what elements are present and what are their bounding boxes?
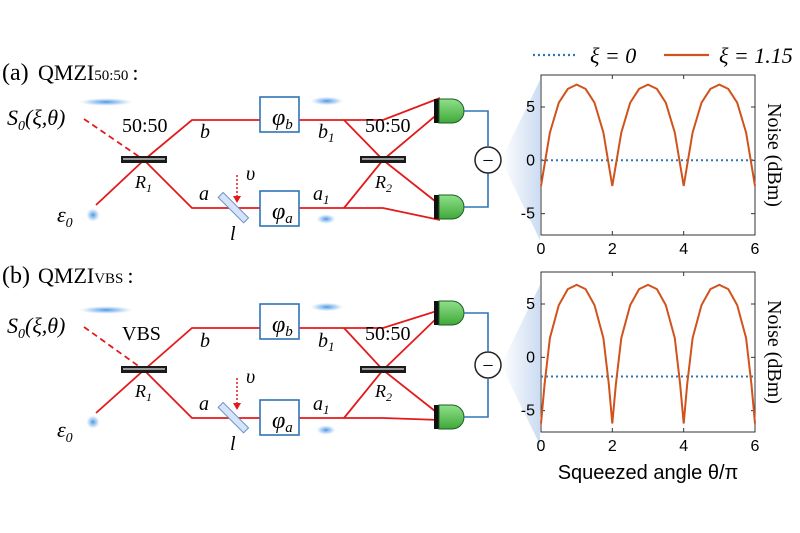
x-tick-label: 6 bbox=[751, 241, 760, 258]
y-axis-label: Noise (dBm) bbox=[763, 300, 785, 404]
panel-b-schematic: (b) QMZIVBS: φb φa S0(ξ,θ) VBS 50:50 b b… bbox=[2, 263, 540, 455]
x-tick-label: 2 bbox=[608, 241, 617, 258]
y-tick-label: -5 bbox=[521, 206, 535, 223]
label-a1: a1 bbox=[313, 393, 330, 417]
plot-frame bbox=[540, 74, 756, 236]
svg-text:φa: φa bbox=[272, 408, 293, 436]
detector-wiring bbox=[464, 312, 489, 351]
source-label: S0(ξ,θ) bbox=[7, 105, 65, 134]
phase-shifter-b bbox=[259, 96, 300, 133]
label-b1: b1 bbox=[318, 121, 335, 145]
x-tick-label: 4 bbox=[679, 438, 688, 455]
x-axis-label: Squeezed angle θ/π bbox=[558, 462, 739, 484]
label-l: l bbox=[230, 223, 236, 245]
plot-frame bbox=[540, 271, 756, 433]
label-v: υ bbox=[246, 163, 255, 185]
y-tick-label: 5 bbox=[526, 296, 535, 313]
legend: ξ = 0 ξ = 1.15 bbox=[533, 43, 793, 68]
squeezed-state-blob bbox=[310, 96, 344, 106]
y-tick-label: -5 bbox=[521, 403, 535, 420]
panel-a-title-colon: : bbox=[132, 60, 138, 85]
loss-element bbox=[217, 191, 250, 224]
squeezed-state-blob bbox=[78, 98, 134, 106]
label-eps: ε0 bbox=[57, 202, 73, 231]
detector-top bbox=[434, 300, 465, 326]
output-cone bbox=[501, 285, 540, 445]
label-l: l bbox=[230, 433, 236, 455]
panel-a-title-sub: 50:50 bbox=[94, 68, 128, 84]
label-r1: R1 bbox=[134, 381, 152, 404]
bs2-ratio: 50:50 bbox=[365, 115, 411, 137]
series-line-xi-1.15 bbox=[540, 283, 756, 424]
detector-bottom bbox=[434, 194, 465, 220]
x-tick-label: 6 bbox=[751, 438, 760, 455]
label-r2: R2 bbox=[374, 381, 392, 404]
series-line-xi-1.15 bbox=[540, 83, 756, 187]
label-b: b bbox=[200, 121, 210, 143]
squeezed-state-blob bbox=[78, 306, 134, 314]
phase-shifter-b bbox=[259, 303, 300, 340]
legend-label-xi-1.15: ξ = 1.15 bbox=[719, 43, 793, 68]
phase-shifter-a bbox=[259, 399, 300, 436]
y-tick-label: 0 bbox=[526, 152, 535, 169]
panel-a-tag: (a) bbox=[2, 60, 29, 86]
bs1-ratio: VBS bbox=[122, 323, 161, 345]
loss-element bbox=[217, 401, 250, 434]
label-a: a bbox=[199, 393, 209, 415]
x-tick-label: 0 bbox=[537, 241, 546, 258]
source-label: S0(ξ,θ) bbox=[7, 313, 65, 342]
bs1-ratio: 50:50 bbox=[122, 115, 168, 137]
noise-chart-a: 0 2 4 6 5 0 -5 Noise (dBm) bbox=[521, 74, 785, 258]
y-axis-label: Noise (dBm) bbox=[763, 103, 785, 207]
y-tick-label: 0 bbox=[526, 349, 535, 366]
label-b: b bbox=[200, 330, 210, 352]
detector-wiring bbox=[464, 110, 489, 146]
x-tick-label: 0 bbox=[537, 438, 546, 455]
phase-shifter-a bbox=[259, 190, 300, 227]
svg-text:φb: φb bbox=[272, 105, 293, 133]
subtractor-minus: − bbox=[482, 150, 493, 172]
panel-a-title-main: QMZI bbox=[38, 60, 94, 85]
output-cone bbox=[501, 80, 540, 240]
svg-text:φb: φb bbox=[272, 312, 293, 340]
bs2-ratio: 50:50 bbox=[365, 323, 411, 345]
coherent-state-blob bbox=[86, 208, 100, 222]
coherent-state-blob bbox=[86, 415, 100, 429]
squeezed-state-blob bbox=[316, 214, 336, 224]
legend-label-xi-0: ξ = 0 bbox=[590, 43, 636, 68]
squeezed-state-blob bbox=[310, 302, 344, 312]
label-eps: ε0 bbox=[57, 417, 73, 446]
x-tick-label: 4 bbox=[679, 241, 688, 258]
label-a1: a1 bbox=[313, 183, 330, 207]
y-tick-label: 5 bbox=[526, 99, 535, 116]
detector-top bbox=[434, 98, 465, 124]
squeezed-state-blob bbox=[316, 425, 336, 435]
detector-bottom bbox=[434, 404, 465, 430]
label-r1: R1 bbox=[134, 172, 152, 195]
label-b1: b1 bbox=[318, 330, 335, 354]
label-a: a bbox=[199, 183, 209, 205]
panel-a-schematic: (a) QMZI50:50: φb φa bbox=[2, 60, 540, 245]
panel-a-title: QMZI50:50: bbox=[38, 60, 139, 85]
panel-b-tag: (b) bbox=[2, 263, 30, 289]
x-tick-label: 2 bbox=[608, 438, 617, 455]
label-v: υ bbox=[246, 366, 255, 388]
svg-text:φa: φa bbox=[272, 199, 293, 227]
panel-b-title: QMZIVBS: bbox=[38, 263, 134, 288]
noise-chart-b: 0 2 4 6 5 0 -5 Noise (dBm) Squeezed angle θ/π bbox=[521, 271, 785, 484]
subtractor-minus: − bbox=[482, 355, 493, 377]
label-r2: R2 bbox=[374, 172, 392, 195]
